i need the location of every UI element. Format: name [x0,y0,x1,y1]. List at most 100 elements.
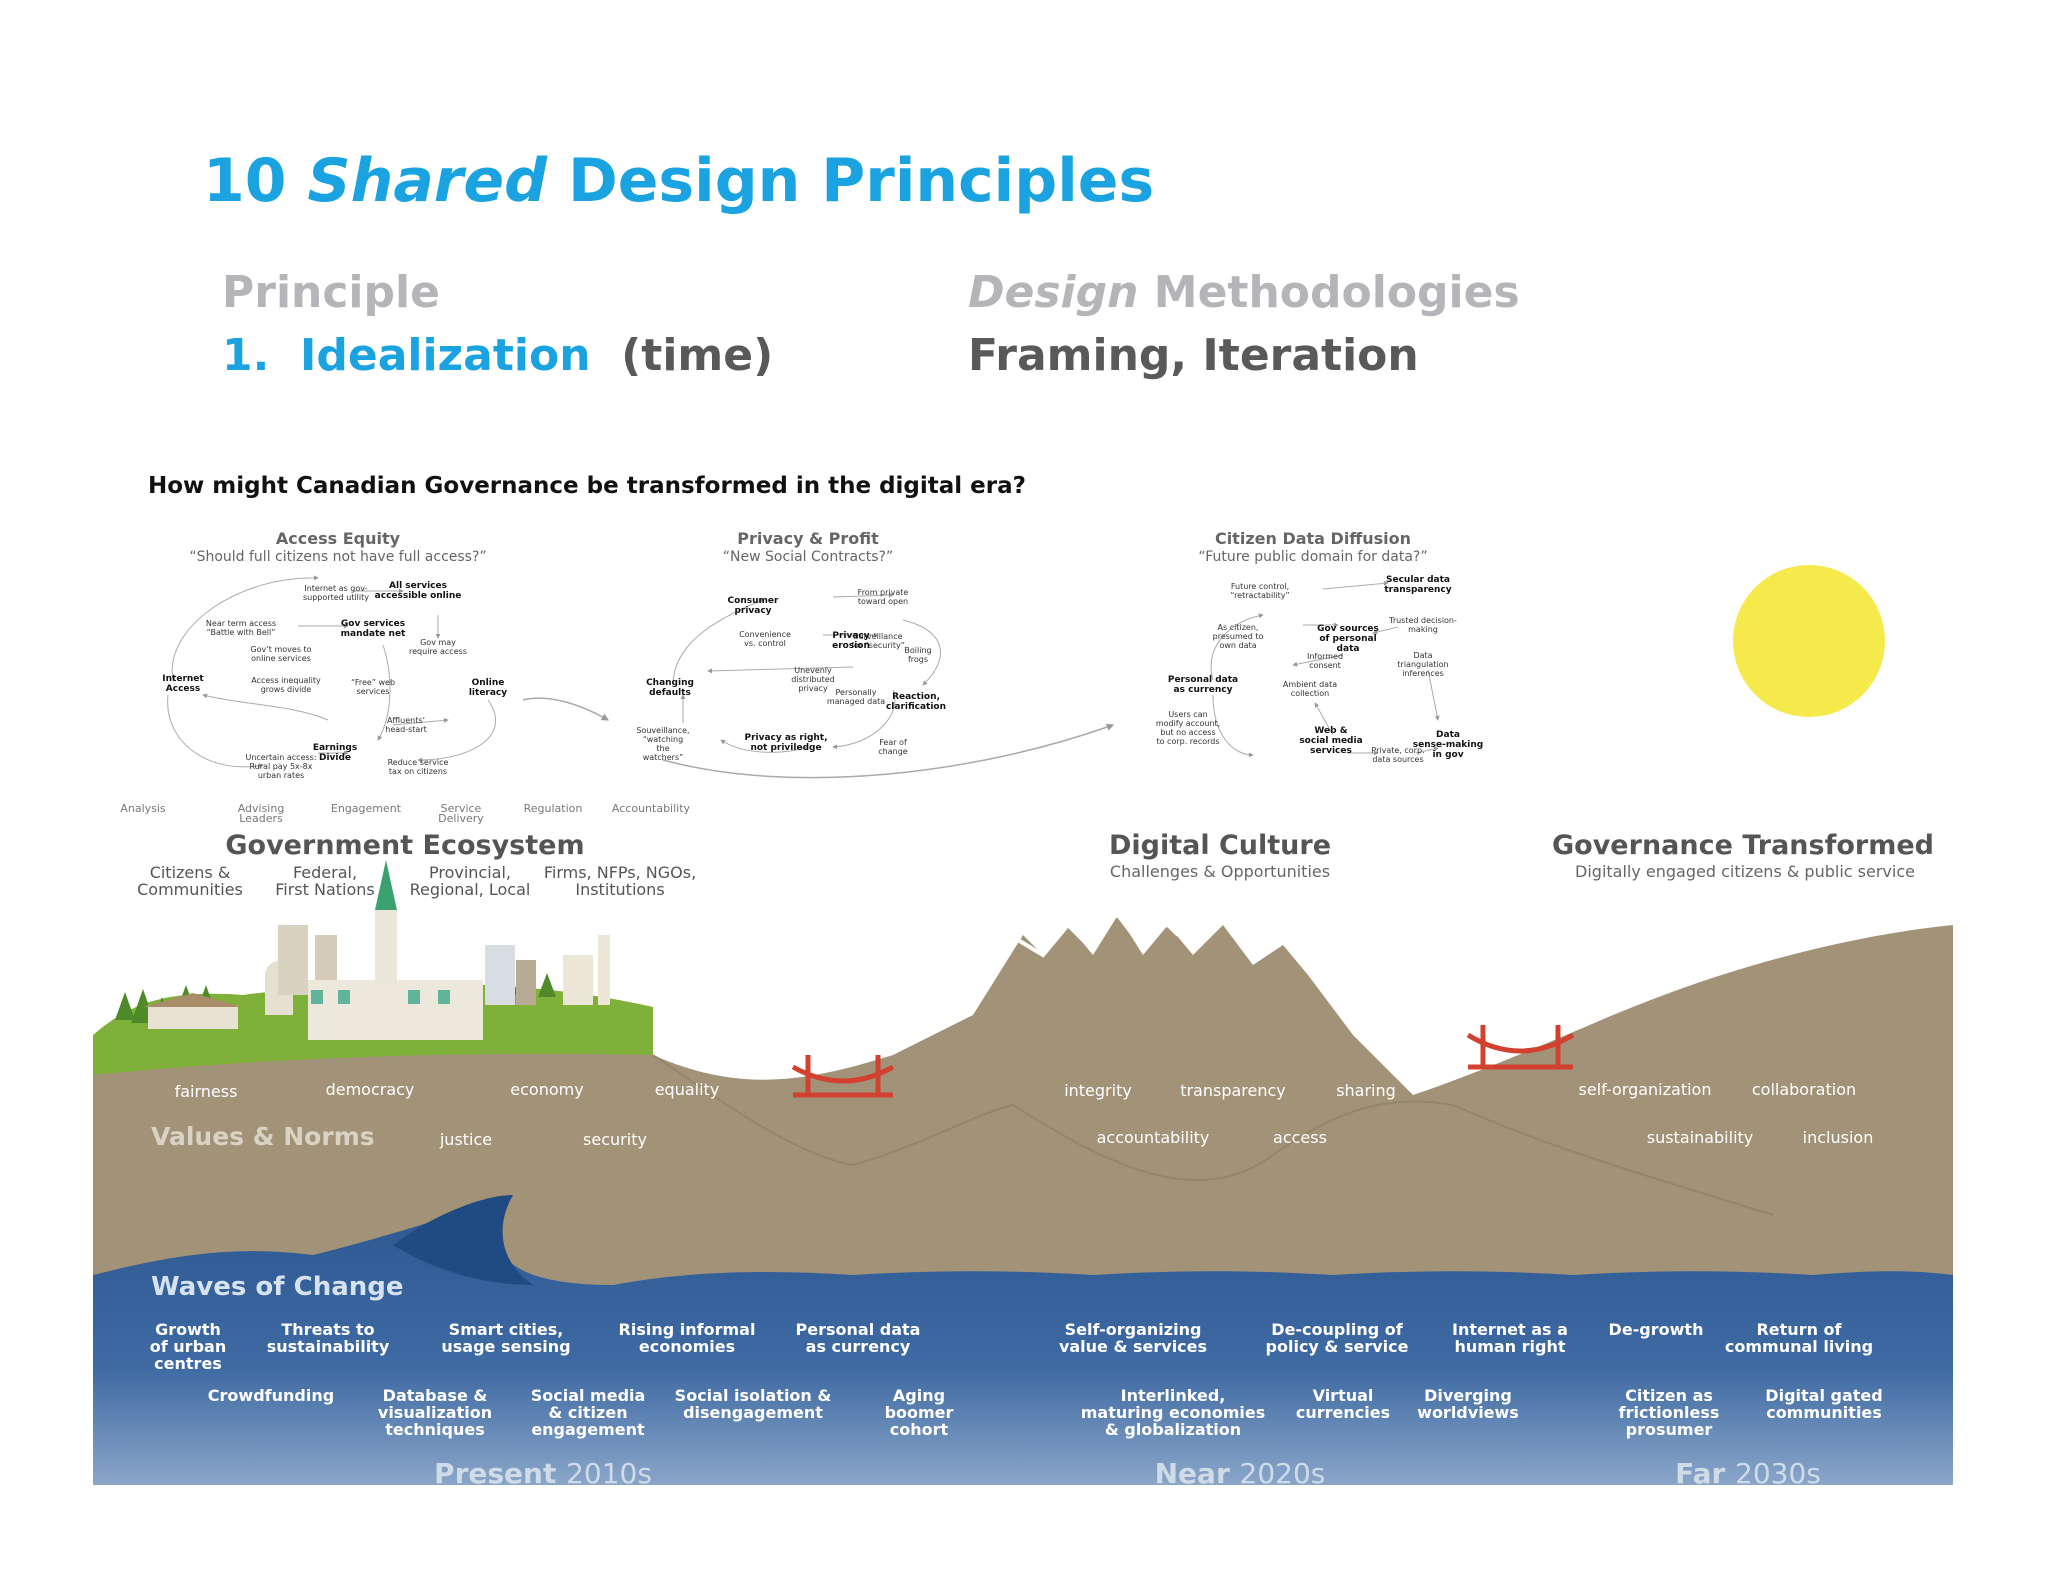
era-near: Near 2020s [1155,1457,1326,1485]
cluster-subtitle: “Should full citizens not have full acce… [189,549,486,565]
map-node: Affluents’head-start [385,716,427,734]
value-label: sharing [1336,1081,1396,1100]
map-node: Reaction,clarification [886,692,946,712]
bridge-right [1466,1025,1575,1070]
stage-title-governance-transformed: Governance Transformed [1552,830,1934,861]
value-label: accountability [1097,1128,1210,1147]
earth-landmass [93,915,1953,1295]
cluster-subtitle: “New Social Contracts?” [723,549,893,565]
principle-row: 1. Idealization (time) [222,330,774,381]
value-label: collaboration [1752,1080,1856,1099]
value-label: access [1273,1128,1327,1147]
value-label: self-organization [1579,1080,1712,1099]
principle-column-header: Principle [222,267,440,318]
eras: Present 2010s Near 2020s Far 2030s [434,1457,1821,1485]
value-label: integrity [1064,1081,1132,1100]
stakeholder-label: Firms, NFPs, NGOs,Institutions [544,863,696,899]
map-node: Trusted decision-making [1388,616,1457,634]
stakeholder-label: Federal,First Nations [275,863,375,899]
value-label: fairness [175,1082,238,1101]
stage-subtitle-governance-transformed: Digitally engaged citizens & public serv… [1575,862,1915,881]
stage-subtitle-digital-culture: Challenges & Opportunities [1110,862,1330,881]
wave-label: Smart cities,usage sensing [441,1320,570,1356]
lens-analysis: Analysis [120,802,166,815]
city-buildings [143,860,610,1040]
cluster-subtitle: “Future public domain for data?” [1198,549,1427,565]
map-node: Future control,“retractability” [1230,582,1289,600]
methodologies-column-header: Design Methodologies [968,267,1520,318]
value-label: economy [510,1080,583,1099]
values-norms-title: Values & Norms [151,1122,375,1151]
wave-label: De-growth [1609,1320,1704,1339]
era-present: Present 2010s [434,1457,652,1485]
value-label: security [583,1130,647,1149]
methodologies-value: Framing, Iteration [968,330,1419,381]
cluster-title: Privacy & Profit [737,529,879,548]
stakeholder-label: Provincial,Regional, Local [410,863,531,899]
map-node: Near term access“Battle with Bell” [206,619,276,637]
stage-title-digital-culture: Digital Culture [1109,830,1331,861]
lens-engagement: Engagement [331,802,402,815]
value-label: democracy [326,1080,415,1099]
bridge-left [791,1055,895,1098]
governance-diagram: How might Canadian Governance be transfo… [93,473,1953,1485]
diagram-question: How might Canadian Governance be transfo… [148,473,1026,499]
water [93,1195,1953,1485]
waves-of-change-title: Waves of Change [151,1272,404,1302]
stage-title-government-ecosystem: Government Ecosystem [225,830,584,861]
access-equity-map: Access Equity “Should full citizens not … [162,529,610,780]
citizen-data-diffusion-map: Citizen Data Diffusion “Future public do… [1156,529,1483,764]
snow-caps [1016,912,1180,958]
lens-accountability: Accountability [612,802,691,815]
wave-label: Interlinked,maturing economies& globaliz… [1081,1386,1266,1439]
stakeholder-label: Citizens &Communities [137,863,243,899]
cluster-title: Citizen Data Diffusion [1215,529,1411,548]
value-label: justice [439,1130,492,1149]
cluster-title: Access Equity [276,529,401,548]
map-node: Private, corp.data sources [1371,746,1424,764]
value-label: transparency [1180,1081,1286,1100]
stakeholders: Citizens &Communities Federal,First Natio… [137,863,696,899]
